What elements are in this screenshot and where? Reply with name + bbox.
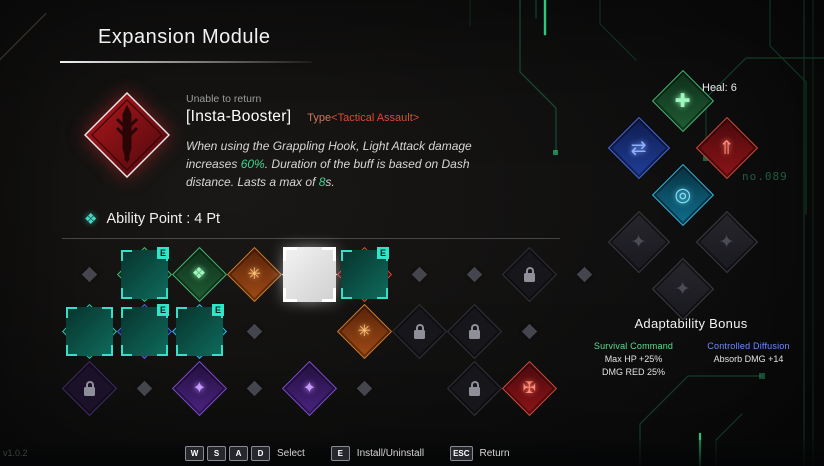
module-type-label: Type xyxy=(307,112,332,124)
installed-key-badge: E xyxy=(212,304,224,316)
target-icon: ◎ xyxy=(674,184,692,206)
ability-point-row: ❖ Ability Point : 4 Pt xyxy=(84,210,220,228)
installed-key-badge: E xyxy=(377,247,389,259)
hint-label: Select xyxy=(277,447,305,459)
description-text: s. xyxy=(325,175,335,189)
bonus-line: Absorb DMG +14 xyxy=(713,354,784,364)
diamond-content: ✦ xyxy=(675,278,691,300)
ability-point-icon: ❖ xyxy=(84,211,98,228)
key-a: A xyxy=(229,445,248,461)
gem-icon: ✦ xyxy=(631,231,647,253)
description-highlight: 60% xyxy=(240,157,265,171)
installed-key-badge: E xyxy=(157,304,169,316)
section-divider xyxy=(62,238,560,239)
bonus-line: DMG RED 25% xyxy=(601,367,665,377)
gem-icon: ✦ xyxy=(719,231,735,253)
key-s: S xyxy=(207,445,226,461)
heal-icon: ✚ xyxy=(675,90,691,112)
diamond-content: ✦ xyxy=(719,231,735,253)
module-name-row: [Insta-Booster] Type<Tactical Assault> xyxy=(186,108,491,126)
gem-icon: ✦ xyxy=(675,278,691,300)
module-description: When using the Grappling Hook, Light Att… xyxy=(186,137,484,191)
page-title: Expansion Module xyxy=(98,26,271,48)
key-w: W xyxy=(185,445,204,461)
booster-sword-icon xyxy=(83,91,171,179)
title-underline xyxy=(60,61,312,63)
description-text: . Duration of the buff is based on Dash … xyxy=(186,157,470,189)
bonus-name: Survival Command xyxy=(593,341,674,351)
installed-key-badge: E xyxy=(157,247,169,259)
bonus-line: Max HP +25% xyxy=(604,354,663,364)
module-type: Type<Tactical Assault> xyxy=(307,112,419,124)
key-esc: ESC xyxy=(450,445,473,461)
serial-number: no.089 xyxy=(742,170,788,183)
selected-module-icon xyxy=(83,91,171,179)
bonus-name: Controlled Diffusion xyxy=(707,341,790,351)
key-hint: ESC Return xyxy=(450,445,510,461)
hint-label: Install/Uninstall xyxy=(356,447,425,459)
version-label: v1.0.2 xyxy=(3,448,28,458)
swap-icon: ⇄ xyxy=(631,137,647,159)
selected-module-panel: Unable to return [Insta-Booster] Type<Ta… xyxy=(186,93,491,191)
diamond-content: ⇄ xyxy=(631,137,647,159)
key-e: E xyxy=(330,445,350,461)
module-type-value: <Tactical Assault> xyxy=(331,112,420,124)
loadout-empty-cell: ✦ xyxy=(651,257,715,321)
empty-loadout-diamond: ✦ xyxy=(651,257,715,321)
diamond-content: ✚ xyxy=(675,90,691,112)
description-highlight: 8 xyxy=(318,175,326,189)
diamond-content: ◎ xyxy=(674,184,692,206)
diamond-content: ✦ xyxy=(631,231,647,253)
key-hint: E Install/Uninstall xyxy=(330,445,425,461)
heal-label: Heal: 6 xyxy=(702,82,737,94)
bonus-title: Adaptability Bonus xyxy=(634,316,748,331)
hint-label: Return xyxy=(479,447,510,459)
description-text: When using the Grappling Hook, Light Att… xyxy=(186,139,472,171)
key-d: D xyxy=(251,445,270,461)
booster-icon: ⇑ xyxy=(719,137,735,159)
ability-point-label: Ability Point : 4 Pt xyxy=(106,211,221,227)
module-status: Unable to return xyxy=(186,93,262,105)
module-name: [Insta-Booster] xyxy=(186,108,292,125)
diamond-content: ⇑ xyxy=(719,137,735,159)
